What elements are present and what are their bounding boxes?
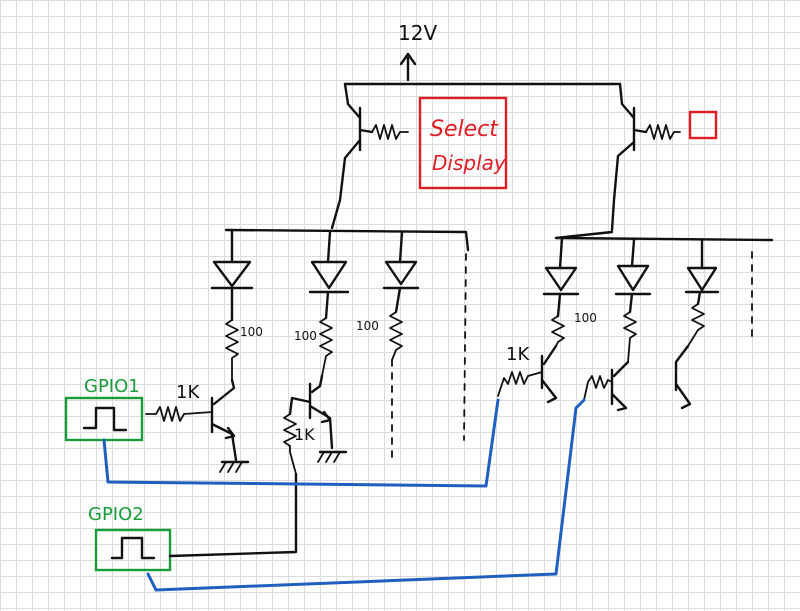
gpio1-source: GPIO1 — [64, 376, 144, 442]
low-side-transistor-1: 1K — [145, 378, 250, 473]
low-side-transistor-2: 1K — [283, 374, 348, 475]
resistor-base-gpio1-label: 1K — [176, 382, 200, 403]
select-display-line2: Display — [432, 151, 507, 175]
high-side-transistor-right — [610, 82, 718, 232]
supply-label: 12V — [398, 21, 437, 45]
select-display-block: Select Display — [418, 96, 508, 190]
high-side-transistor-left — [330, 82, 409, 230]
resistor-base-right-label: 1K — [506, 344, 530, 365]
gpio-wires — [102, 398, 586, 592]
led-bus-right: 100 — [542, 230, 774, 363]
gpio1-label: GPIO1 — [84, 376, 140, 397]
gpio1-wire — [102, 398, 500, 488]
select-display-right-box — [688, 110, 718, 140]
low-side-transistors-right: 1K — [497, 344, 692, 412]
resistor-led3-label: 100 — [356, 319, 379, 333]
resistor-led2-label: 100 — [294, 329, 317, 343]
led-bus-left: 100 100 100 — [210, 228, 470, 461]
gpio2-wire — [146, 398, 586, 592]
resistor-base-gpio2-label: 1K — [294, 425, 315, 444]
gpio1-box — [64, 396, 144, 442]
select-display-box — [418, 96, 508, 190]
gpio2-label: GPIO2 — [88, 504, 144, 525]
gpio2-box — [94, 528, 172, 572]
resistor-led4-label: 100 — [574, 311, 597, 325]
select-display-line1: Select — [430, 117, 499, 142]
resistor-led1-label: 100 — [240, 325, 263, 339]
supply-12v: 12V — [343, 21, 622, 86]
gpio2-source: GPIO2 — [88, 472, 298, 572]
